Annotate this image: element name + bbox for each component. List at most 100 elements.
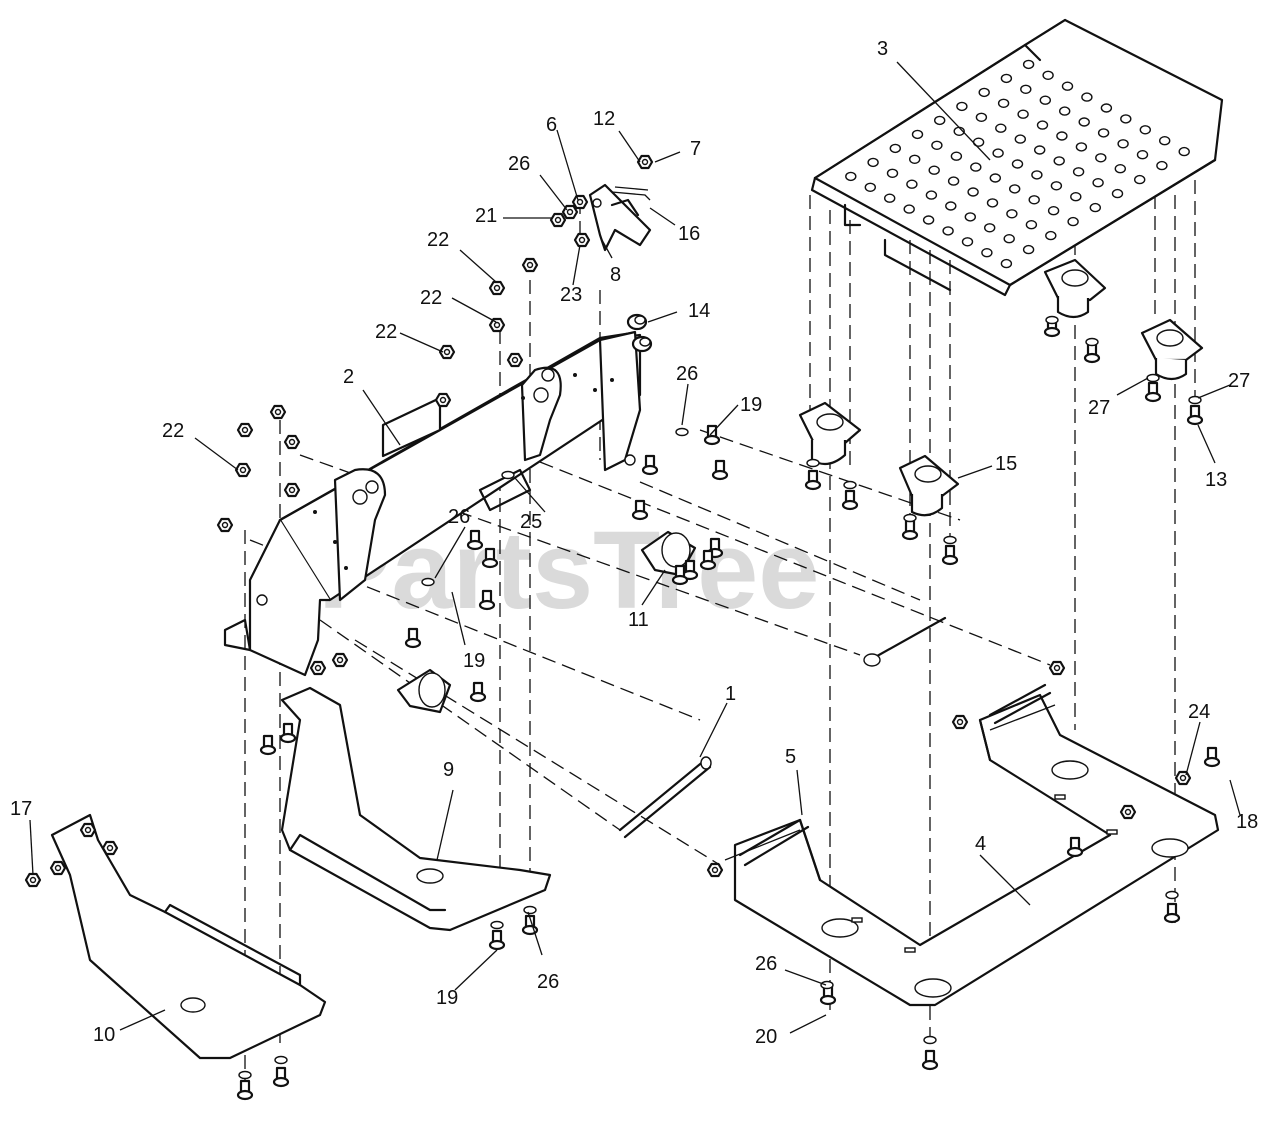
foot-pan-part-10 [50,813,327,1060]
perforation-hole [1058,106,1071,116]
perforation-hole [925,190,938,200]
perforation-hole [1114,163,1127,174]
perforation-hole [1020,84,1032,95]
callout-21: 21 [475,205,497,227]
callout-5: 5 [785,746,796,768]
perforation-hole [1072,167,1085,177]
perforation-hole [967,187,979,197]
bolt [941,544,959,566]
hex-nut [24,872,42,888]
bolt [259,734,277,756]
callout-26-b: 26 [676,363,698,385]
perforation-hole [992,148,1004,158]
callout-19-middle: 19 [463,650,485,672]
perforation-hole [1000,258,1013,269]
perforation-hole [884,193,896,203]
perforation-hole [864,182,876,193]
hex-nut [549,212,567,228]
pin-part-1 [618,616,947,839]
bolt [841,489,859,511]
flat-washer [820,980,834,990]
flat-washer [943,535,957,545]
bolt [272,1066,290,1088]
perforation-hole [964,212,976,222]
perforation-hole [1006,209,1018,219]
perforation-hole [1081,92,1093,102]
hex-nut [331,652,349,668]
perforation-hole [950,151,963,161]
perforation-hole [1039,95,1052,105]
hex-nut [216,517,234,533]
perforation-hole [889,143,901,154]
callout-22-b: 22 [420,287,442,309]
flat-washer [675,427,689,437]
hex-nut [49,860,67,876]
perforation-hole [1022,59,1035,70]
perforation-hole [995,123,1007,133]
fastener-hardware [24,154,1221,1101]
perforation-hole [1075,142,1088,152]
bolt [699,549,717,571]
hex-nut [309,660,327,676]
hex-nut [506,352,524,368]
flat-washer [490,920,504,930]
perforation-hole [1042,70,1054,81]
callout-labels: 1 2 3 4 5 6 7 8 9 10 11 12 13 14 15 16 1… [10,38,1258,1048]
bolt [711,459,729,481]
bolt [671,564,689,586]
callout-19-bottom: 19 [436,987,458,1009]
perforation-hole [1089,202,1102,213]
perforation-hole [1120,114,1132,124]
callout-10: 10 [93,1024,115,1046]
flat-washer [274,1055,288,1065]
flat-washer [923,1035,937,1045]
perforation-hole [1139,125,1152,135]
bolt [1144,381,1162,403]
foot-plate-part-3 [810,18,1224,297]
perforation-hole [956,101,968,112]
bolt [703,424,721,446]
perforation-hole [1067,216,1079,227]
bolt [279,722,297,744]
callout-27-a: 27 [1088,397,1110,419]
perforation-hole [1100,103,1113,113]
bolt [1186,404,1204,426]
perforation-hole [1117,139,1129,149]
hex-nut [269,404,287,420]
perforation-hole [1061,81,1074,91]
perforation-hole [934,115,946,126]
perforation-hole [1178,146,1190,157]
perforation-hole [970,162,982,172]
flat-washer [843,480,857,490]
perforation-hole [1014,134,1026,144]
perforation-hole [1000,73,1013,84]
hex-nut [236,422,254,438]
callout-22-d: 22 [162,420,184,442]
bolt [1163,902,1181,924]
callout-2: 2 [343,366,354,388]
perforation-hole [1070,191,1082,202]
perforation-hole [945,201,957,211]
perforation-hole [1092,177,1104,188]
perforation-hole [1033,145,1046,155]
perforation-hole [922,215,935,225]
flat-washer [903,513,917,523]
callout-15: 15 [995,453,1017,475]
perforation-hole [1136,149,1149,160]
hex-nut [571,194,589,210]
perforation-hole [1097,128,1110,138]
bolt [641,454,659,476]
bolt [481,547,499,569]
pivot-plate-part-8 [588,183,652,252]
hex-nut [951,714,969,730]
bolt [1066,836,1084,858]
perforation-hole [1031,170,1043,180]
bolt [1083,342,1101,364]
rubber-mount-part-15 [798,258,1204,517]
callout-20: 20 [755,1026,777,1048]
callout-26-c: 26 [448,506,470,528]
callout-25: 25 [520,511,542,533]
flat-washer [1146,373,1160,383]
